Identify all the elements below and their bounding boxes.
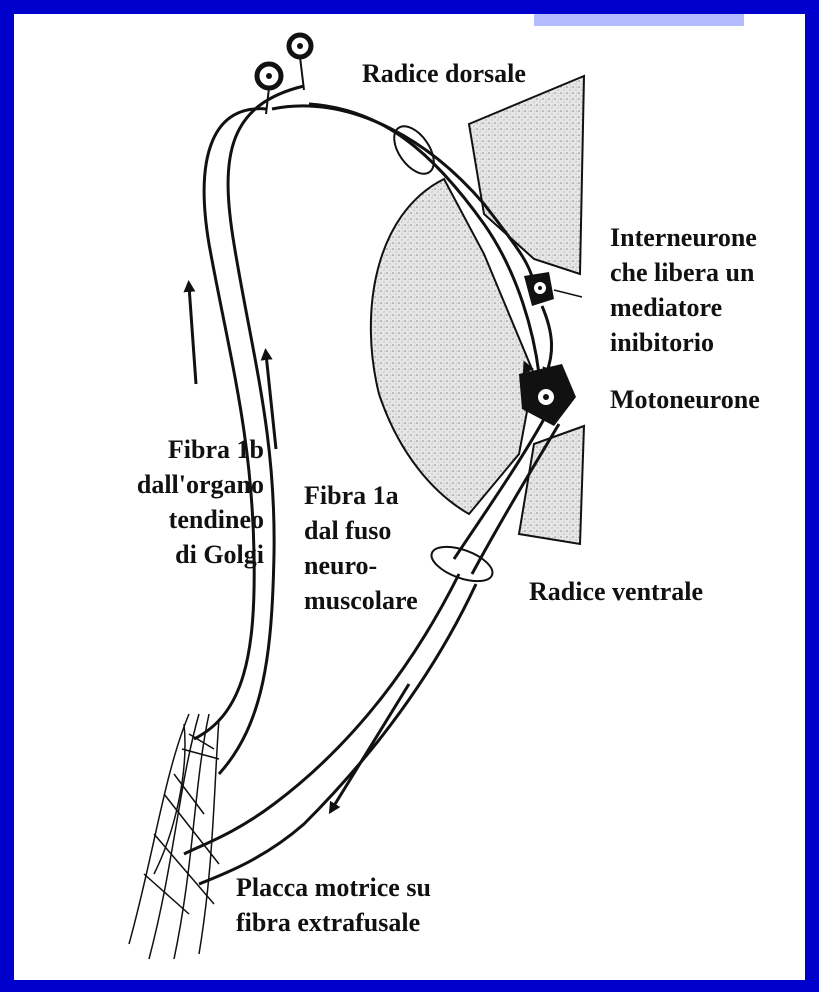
label-radice-ventrale: Radice ventrale bbox=[529, 574, 703, 609]
arrow-up-1b bbox=[189, 286, 196, 384]
label-interneurone: Interneurone che libera un mediatore ini… bbox=[610, 220, 757, 360]
dorsal-horn bbox=[469, 76, 584, 274]
label-fibra-1a: Fibra 1a dal fuso neuro- muscolare bbox=[304, 478, 418, 618]
interneuron-cell bbox=[524, 272, 582, 374]
label-radice-dorsale: Radice dorsale bbox=[362, 56, 526, 91]
muscle-fibers bbox=[129, 714, 219, 959]
label-placca-motrice: Placca motrice su fibra extrafusale bbox=[236, 870, 431, 940]
motoneuron-cell bbox=[519, 364, 576, 426]
label-motoneurone: Motoneurone bbox=[610, 382, 760, 417]
arrow-down-efferent bbox=[332, 684, 409, 809]
diagram-panel: Radice dorsale Interneurone che libera u… bbox=[14, 14, 805, 980]
dorsal-root-ring bbox=[386, 119, 442, 180]
fiber-1a bbox=[219, 86, 304, 774]
fiber-1b bbox=[194, 109, 267, 739]
label-fibra-1b: Fibra 1b dall'organo tendineo di Golgi bbox=[74, 432, 264, 572]
